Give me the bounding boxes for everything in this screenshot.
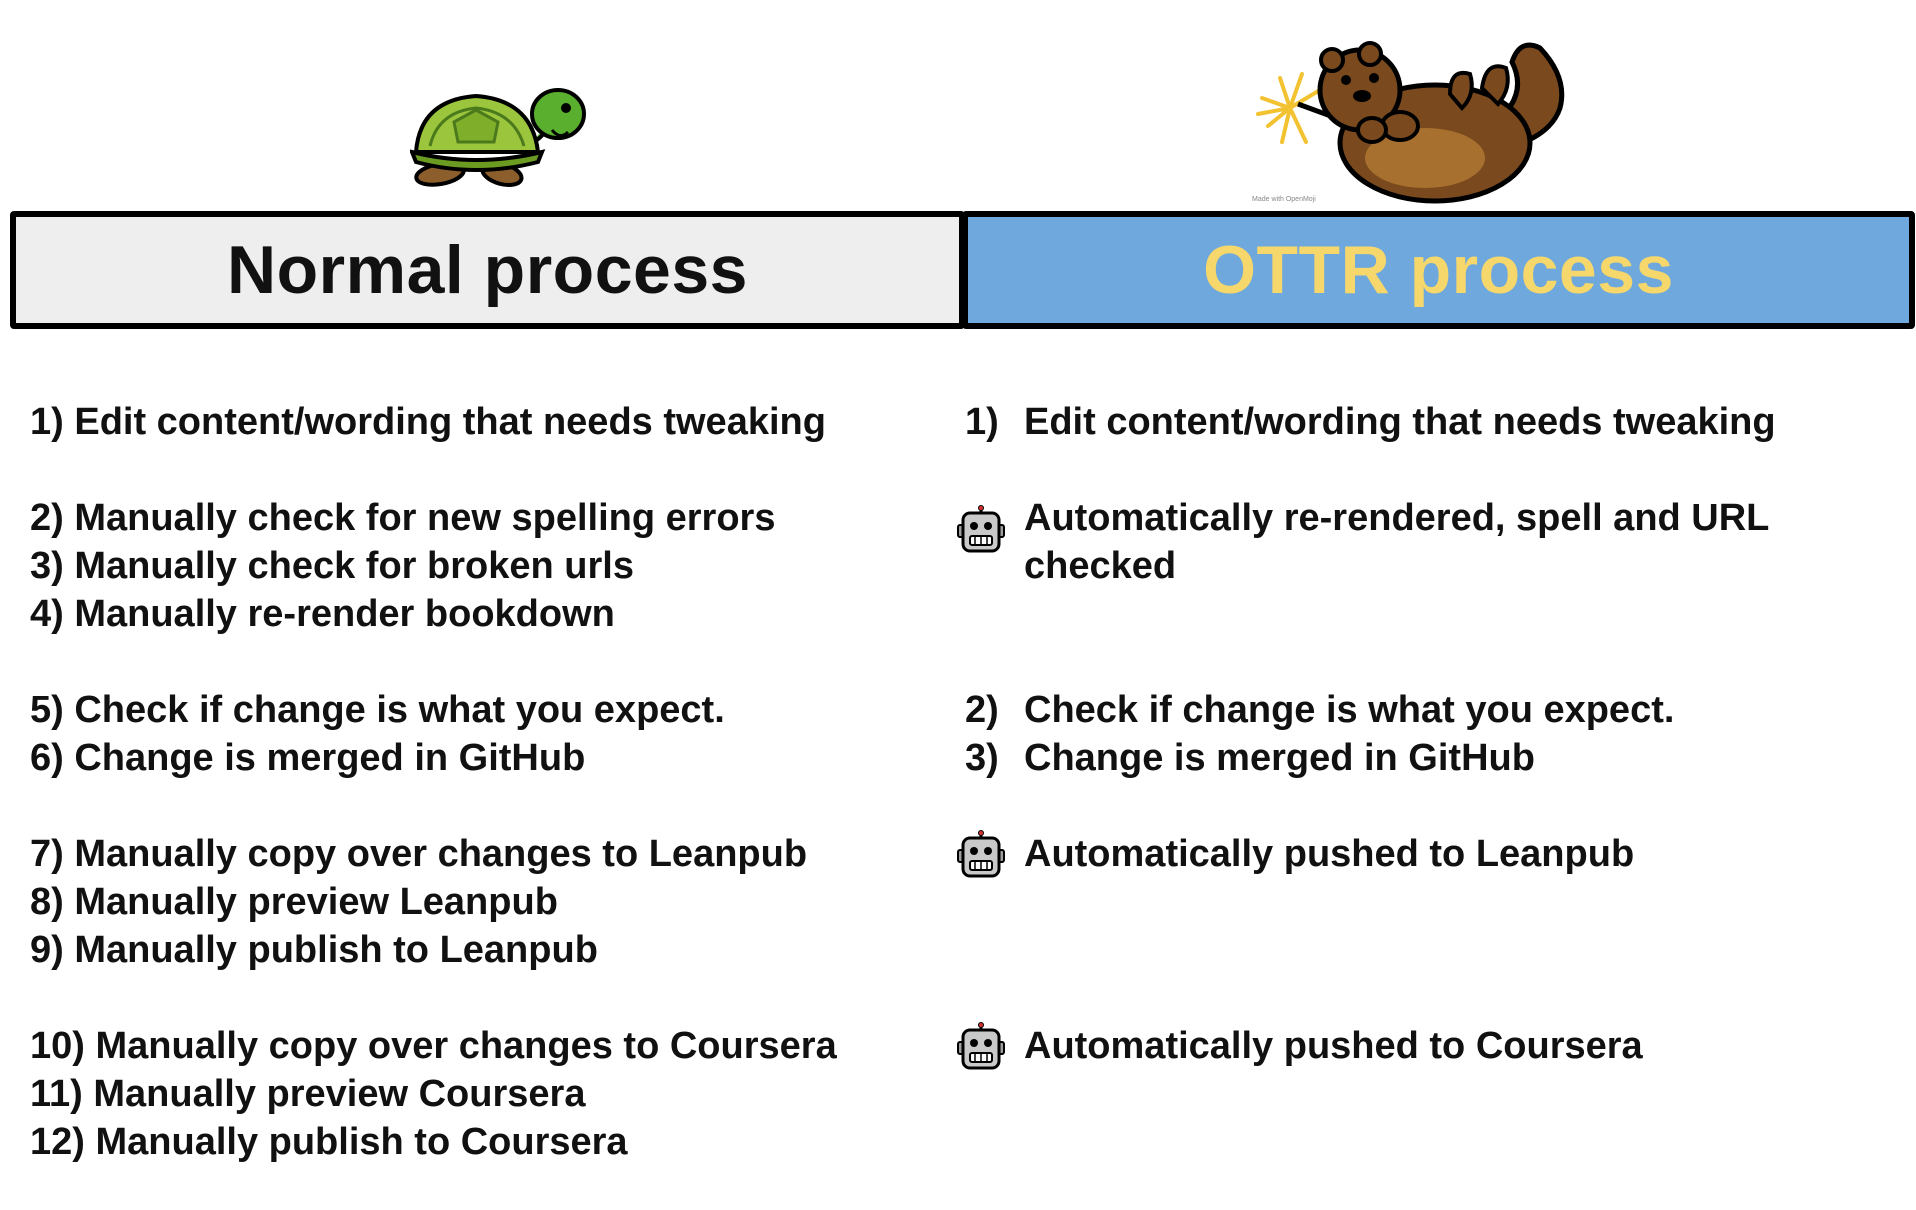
normal-process-header: Normal process — [10, 211, 965, 329]
normal-step-1: 1) Edit content/wording that needs tweak… — [30, 401, 826, 443]
ottr-step-1-number: 1) — [965, 401, 999, 443]
robot-icon — [957, 830, 1005, 878]
ottr-auto-2: Automatically pushed to Leanpub — [1024, 833, 1635, 875]
normal-step-5: 5) Check if change is what you expect. — [30, 689, 725, 731]
normal-step-4: 4) Manually re-render bookdown — [30, 593, 615, 635]
normal-step-2: 2) Manually check for new spelling error… — [30, 497, 776, 539]
ottr-auto-3: Automatically pushed to Coursera — [1024, 1025, 1643, 1067]
normal-step-11: 11) Manually preview Coursera — [30, 1073, 586, 1115]
ottr-process-header: OTTR process — [962, 211, 1915, 329]
ottr-step-2-number: 2) — [965, 689, 999, 731]
normal-step-7: 7) Manually copy over changes to Leanpub — [30, 833, 808, 875]
normal-step-3: 3) Manually check for broken urls — [30, 545, 634, 587]
normal-step-12: 12) Manually publish to Coursera — [30, 1121, 628, 1163]
ottr-step-3-number: 3) — [965, 737, 999, 779]
otter-icon — [1256, 41, 1565, 204]
otter-credit: Made with OpenMoji — [1252, 196, 1316, 203]
ottr-auto-1-line-2: checked — [1024, 545, 1177, 587]
ottr-process-title: OTTR process — [1203, 232, 1674, 308]
normal-step-6: 6) Change is merged in GitHub — [30, 737, 586, 779]
ottr-step-3: Change is merged in GitHub — [1024, 737, 1535, 779]
ottr-step-1: Edit content/wording that needs tweaking — [1024, 401, 1776, 443]
ottr-step-2: Check if change is what you expect. — [1024, 689, 1675, 731]
normal-step-9: 9) Manually publish to Leanpub — [30, 929, 598, 971]
normal-step-8: 8) Manually preview Leanpub — [30, 881, 558, 923]
robot-icon — [957, 505, 1005, 553]
normal-step-10: 10) Manually copy over changes to Course… — [30, 1025, 837, 1067]
turtle-icon — [410, 88, 586, 187]
normal-process-title: Normal process — [227, 232, 748, 308]
robot-icon — [957, 1022, 1005, 1070]
ottr-auto-1-line-1: Automatically re-rendered, spell and URL — [1024, 497, 1770, 539]
